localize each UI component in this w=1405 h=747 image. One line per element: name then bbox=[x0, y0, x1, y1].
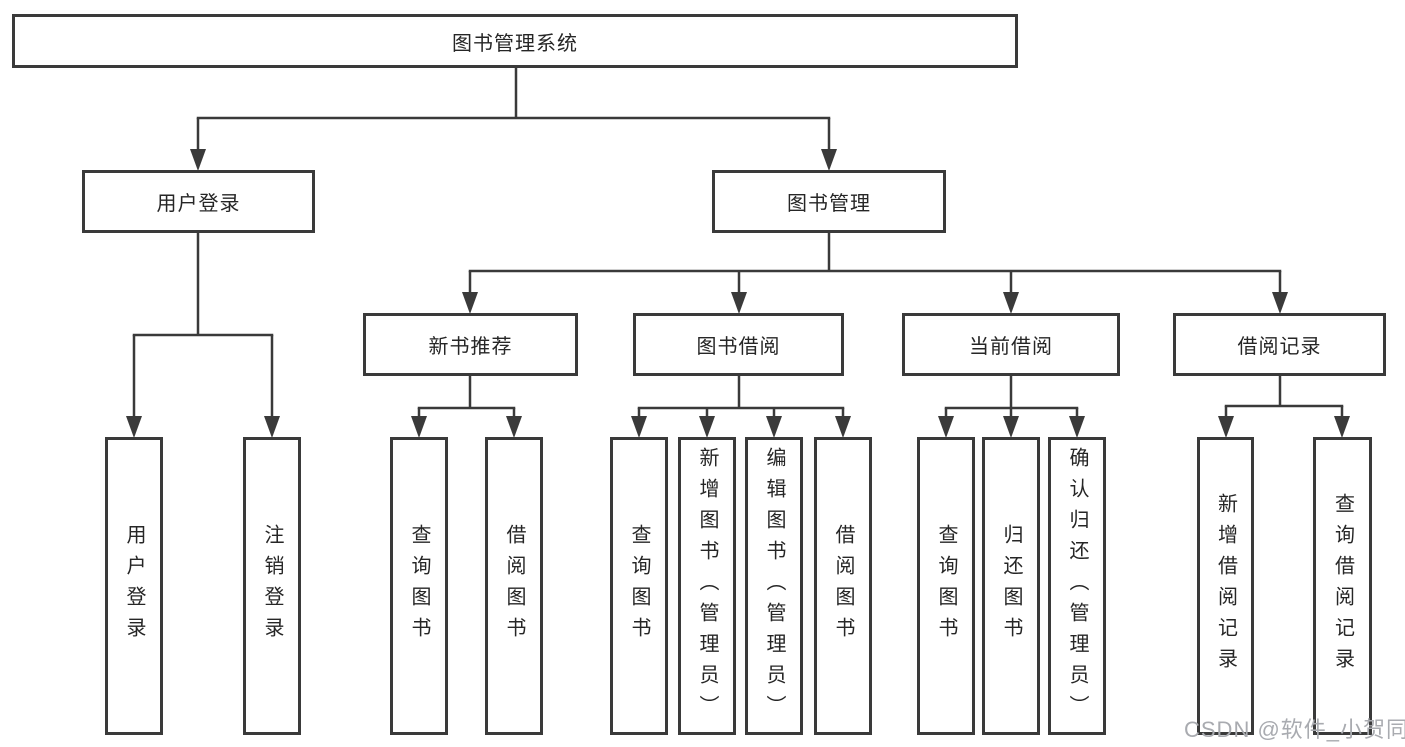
node-library-system: 图书管理系统 bbox=[12, 14, 1018, 68]
node-label: 注销登录 bbox=[261, 524, 283, 648]
node-label: 借阅图书 bbox=[832, 524, 854, 648]
node-label: 图书管理 bbox=[787, 193, 871, 215]
node-label: 图书借阅 bbox=[696, 336, 781, 358]
node-book-borrow: 图书借阅 bbox=[633, 313, 844, 376]
leaf-query-books-borrow: 查询图书 bbox=[610, 437, 668, 735]
leaf-confirm-return-admin: 确认归还（管理员） bbox=[1048, 437, 1106, 735]
node-label: 归还图书 bbox=[1000, 524, 1022, 648]
leaf-add-borrow-record: 新增借阅记录 bbox=[1197, 437, 1254, 735]
leaf-add-books-admin: 新增图书（管理员） bbox=[678, 437, 736, 735]
node-book-management: 图书管理 bbox=[712, 170, 946, 233]
node-borrow-records: 借阅记录 bbox=[1173, 313, 1386, 376]
leaf-user-login: 用户登录 bbox=[105, 437, 163, 735]
node-label: 用户登录 bbox=[156, 193, 241, 215]
node-label: 查询借阅记录 bbox=[1331, 493, 1354, 679]
node-current-borrow: 当前借阅 bbox=[902, 313, 1120, 376]
leaf-query-books-recommend: 查询图书 bbox=[390, 437, 448, 735]
leaf-query-books-current: 查询图书 bbox=[917, 437, 975, 735]
node-label: 借阅记录 bbox=[1237, 336, 1322, 358]
node-new-book-recommend: 新书推荐 bbox=[363, 313, 578, 376]
node-label: 图书管理系统 bbox=[452, 32, 578, 55]
node-label: 新增借阅记录 bbox=[1214, 493, 1237, 679]
node-label: 新增图书（管理员） bbox=[696, 446, 718, 726]
node-label: 查询图书 bbox=[628, 524, 650, 648]
node-label: 用户登录 bbox=[123, 524, 145, 648]
node-label: 确认归还（管理员） bbox=[1066, 446, 1088, 726]
leaf-return-books: 归还图书 bbox=[982, 437, 1040, 735]
node-label: 编辑图书（管理员） bbox=[763, 446, 785, 726]
node-user-login: 用户登录 bbox=[82, 170, 315, 233]
leaf-borrow-books-recommend: 借阅图书 bbox=[485, 437, 543, 735]
leaf-query-borrow-record: 查询借阅记录 bbox=[1313, 437, 1372, 735]
leaf-borrow-books: 借阅图书 bbox=[814, 437, 872, 735]
node-label: 查询图书 bbox=[935, 524, 957, 648]
csdn-watermark: CSDN @软件_小贺同学 bbox=[1184, 717, 1405, 742]
node-label: 新书推荐 bbox=[428, 336, 513, 358]
leaf-edit-books-admin: 编辑图书（管理员） bbox=[745, 437, 803, 735]
node-label: 当前借阅 bbox=[969, 336, 1053, 358]
node-label: 借阅图书 bbox=[503, 524, 525, 648]
node-label: 查询图书 bbox=[408, 524, 430, 648]
leaf-logout: 注销登录 bbox=[243, 437, 301, 735]
